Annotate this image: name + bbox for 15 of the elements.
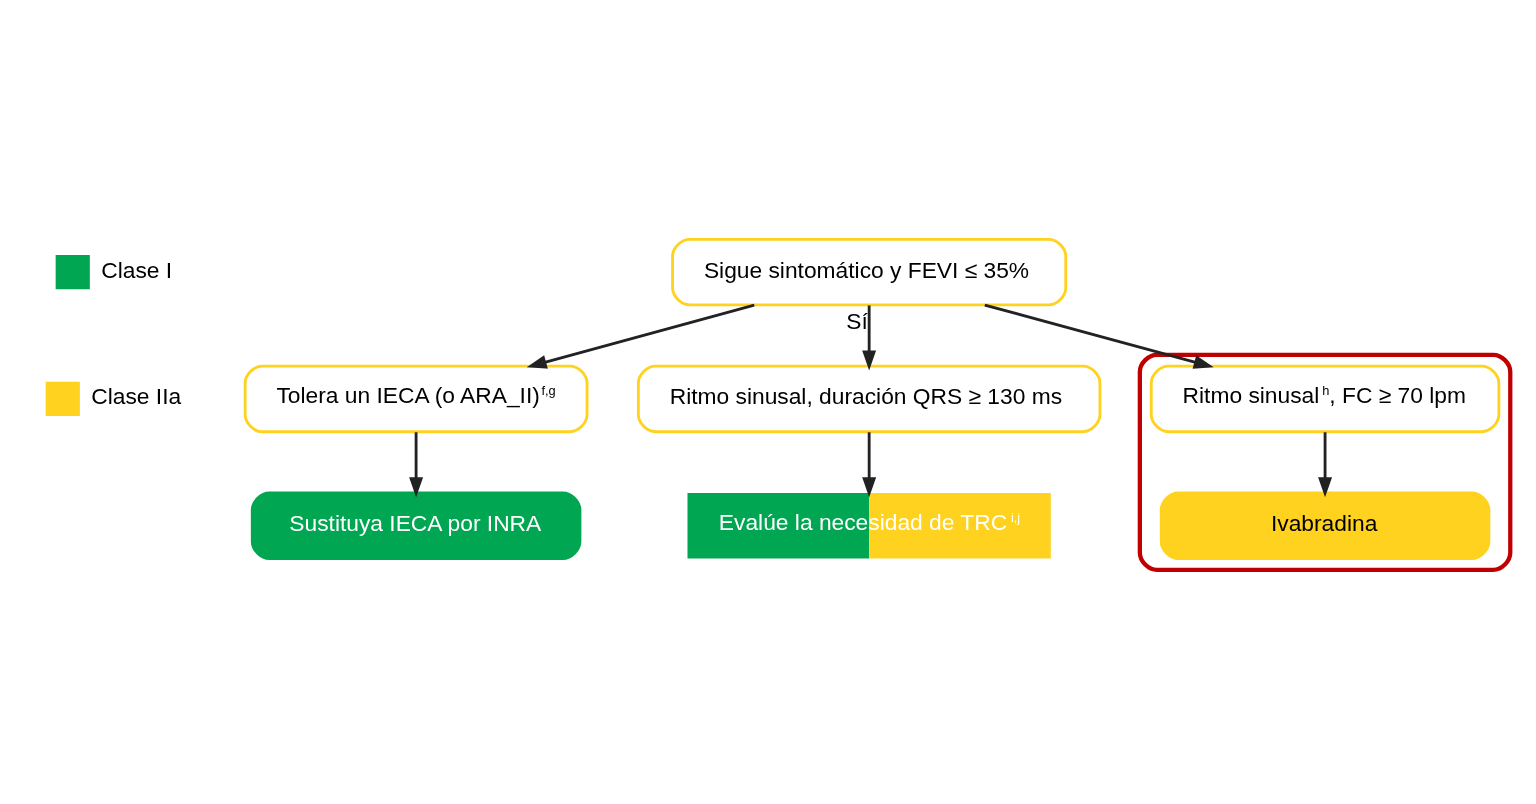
arrow [409, 431, 424, 497]
arrow [862, 305, 877, 370]
arrow [1318, 431, 1333, 497]
node-box: Sigue sintomático y FEVI ≤ 35% [671, 237, 1068, 306]
node-box: Sustituya IECA por INRA [250, 491, 582, 560]
node-box: Ivabradina [1159, 491, 1491, 560]
edge-label: Sí [846, 307, 868, 334]
legend-label: Clase IIa [91, 382, 182, 409]
node-box: Ritmo sinusal, duración QRS ≥ 130 ms [636, 364, 1102, 433]
arrow [984, 303, 1214, 369]
node-box: Tolera un IECA (o ARA_II)$^{f,g}$ [243, 364, 589, 433]
legend-label: Clase I [101, 256, 173, 283]
arrow [526, 303, 755, 369]
arrow [862, 431, 877, 497]
node-box: Ritmo sinusal$^{h}$, FC ≥ 70 lpm [1149, 364, 1501, 433]
